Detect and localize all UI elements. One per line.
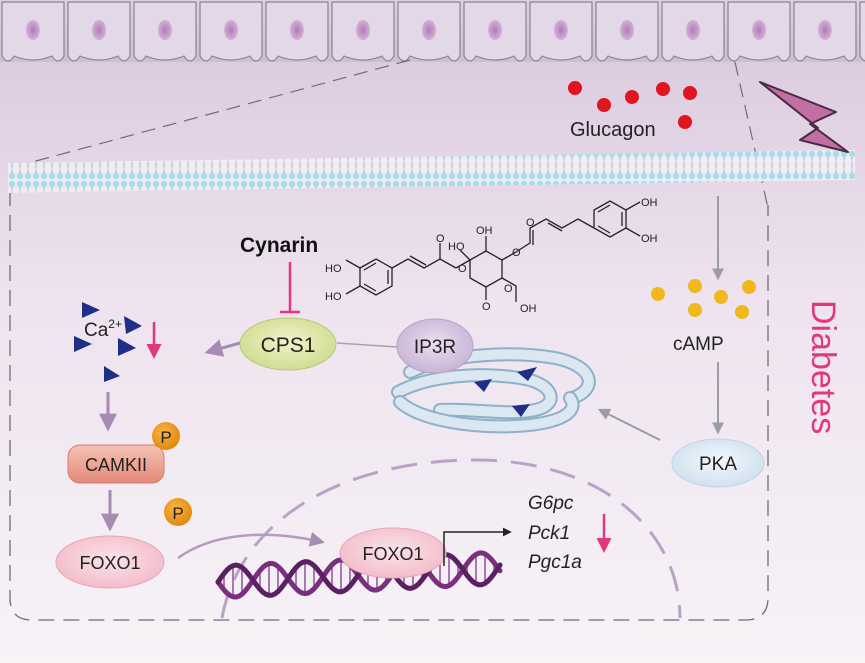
foxo1-cytoplasm-node	[55, 535, 165, 589]
cynarin-chemical-structure	[345, 200, 641, 302]
camp-dot	[651, 287, 665, 301]
cynarin-atom-labels: HO HO OH OH OH HO OH O O O O O O	[325, 197, 658, 315]
tissue-cell-nucleus	[752, 20, 766, 40]
diabetes-lightning-icon	[759, 81, 849, 153]
phospho-badge	[152, 422, 180, 450]
tissue-cell-nucleus	[488, 20, 502, 40]
glucagon-dot	[568, 81, 582, 95]
glucagon-dot	[656, 82, 670, 96]
camp-molecules	[651, 279, 756, 319]
atom-label: O	[512, 247, 521, 259]
pka-label: PKA	[699, 454, 737, 475]
pka-node	[671, 438, 765, 488]
camp-dot	[742, 280, 756, 294]
gene-label: Pgc1a	[528, 552, 582, 573]
cps1-label: CPS1	[261, 334, 316, 357]
gene-label: Pck1	[528, 523, 570, 544]
atom-label: OH	[641, 233, 658, 245]
transcription-arrow	[443, 527, 512, 566]
arrow-pka-er	[597, 408, 661, 441]
cell-outline	[9, 190, 769, 621]
atom-label: OH	[641, 197, 658, 209]
calcium-triangle	[124, 316, 142, 334]
atom-label: HO	[325, 263, 342, 275]
connector-ip3r-cps1	[336, 342, 398, 348]
tissue-cell-nucleus	[422, 20, 436, 40]
calcium-triangle	[104, 366, 120, 382]
tissue-cell	[859, 1, 865, 62]
gene-label: G6pc	[528, 493, 574, 514]
glucagon-dot	[678, 115, 692, 129]
tissue-cell-nucleus	[290, 20, 304, 40]
tissue-cell-nucleus	[26, 20, 40, 40]
cynarin-label: Cynarin	[240, 234, 318, 257]
foxo1-nucleus-node	[339, 527, 447, 579]
er-calcium-triangle	[512, 404, 530, 417]
cell-membrane	[8, 150, 855, 193]
tissue-cell-nucleus	[620, 20, 634, 40]
atom-label: O	[482, 301, 491, 313]
er-calcium-ions	[474, 367, 537, 417]
calcium-triangle	[74, 336, 92, 352]
tissue-cell-nucleus	[158, 20, 172, 40]
ip3r-label: IP3R	[414, 337, 456, 358]
diabetes-label: Diabetes	[804, 300, 842, 434]
calcium-triangle	[82, 302, 100, 318]
glucagon-dot	[683, 86, 697, 100]
ip3r-node	[396, 318, 474, 374]
glucagon-label: Glucagon	[570, 119, 656, 141]
tissue-cell-nucleus	[686, 20, 700, 40]
atom-label: HO	[448, 241, 465, 253]
atom-label: OH	[520, 303, 537, 315]
atom-label: HO	[325, 291, 342, 303]
glucagon-dot	[625, 90, 639, 104]
atom-label: O	[504, 283, 513, 295]
atom-label: OH	[476, 225, 493, 237]
zoom-line-right	[734, 61, 769, 209]
camp-dot	[714, 290, 728, 304]
calcium-label: Ca2+	[84, 317, 122, 341]
arrow-foxo1-translocation	[177, 532, 325, 560]
target-genes: G6pc Pck1 Pgc1a	[528, 493, 582, 573]
glucagon-molecules	[568, 81, 697, 129]
nucleus-outline	[220, 458, 682, 619]
phospho-label: P	[172, 504, 183, 523]
cytosolic-calcium-ions	[74, 302, 142, 382]
tissue-cell-nucleus	[356, 20, 370, 40]
tissue-cell-nucleus	[554, 20, 568, 40]
phospho-badge	[164, 498, 192, 526]
foxo1-cytoplasm-label: FOXO1	[79, 553, 140, 573]
camkii-node	[67, 444, 165, 484]
calcium-triangle	[118, 338, 136, 356]
tissue-cell-nucleus	[818, 20, 832, 40]
calcium-symbol: Ca	[84, 320, 109, 341]
foxo1-nucleus-label: FOXO1	[362, 544, 423, 564]
glucagon-dot	[597, 98, 611, 112]
tissue-cell-nucleus	[224, 20, 238, 40]
tissue-cell-row	[0, 0, 865, 62]
dna-strand	[215, 552, 503, 598]
camkii-label: CAMKII	[85, 455, 147, 475]
atom-label: O	[436, 233, 445, 245]
er-calcium-triangle	[517, 367, 537, 381]
atom-label: O	[526, 217, 535, 229]
arrow-cps1-calcium	[204, 339, 241, 357]
camp-label: cAMP	[673, 334, 724, 355]
zoom-line-left	[9, 59, 411, 169]
camp-dot	[735, 305, 749, 319]
camp-dot	[688, 303, 702, 317]
atom-label: O	[458, 263, 467, 275]
tissue-cell-nucleus	[92, 20, 106, 40]
er-calcium-triangle	[474, 379, 492, 392]
calcium-charge: 2+	[108, 317, 122, 331]
phospho-label: P	[160, 428, 171, 447]
camp-dot	[688, 279, 702, 293]
